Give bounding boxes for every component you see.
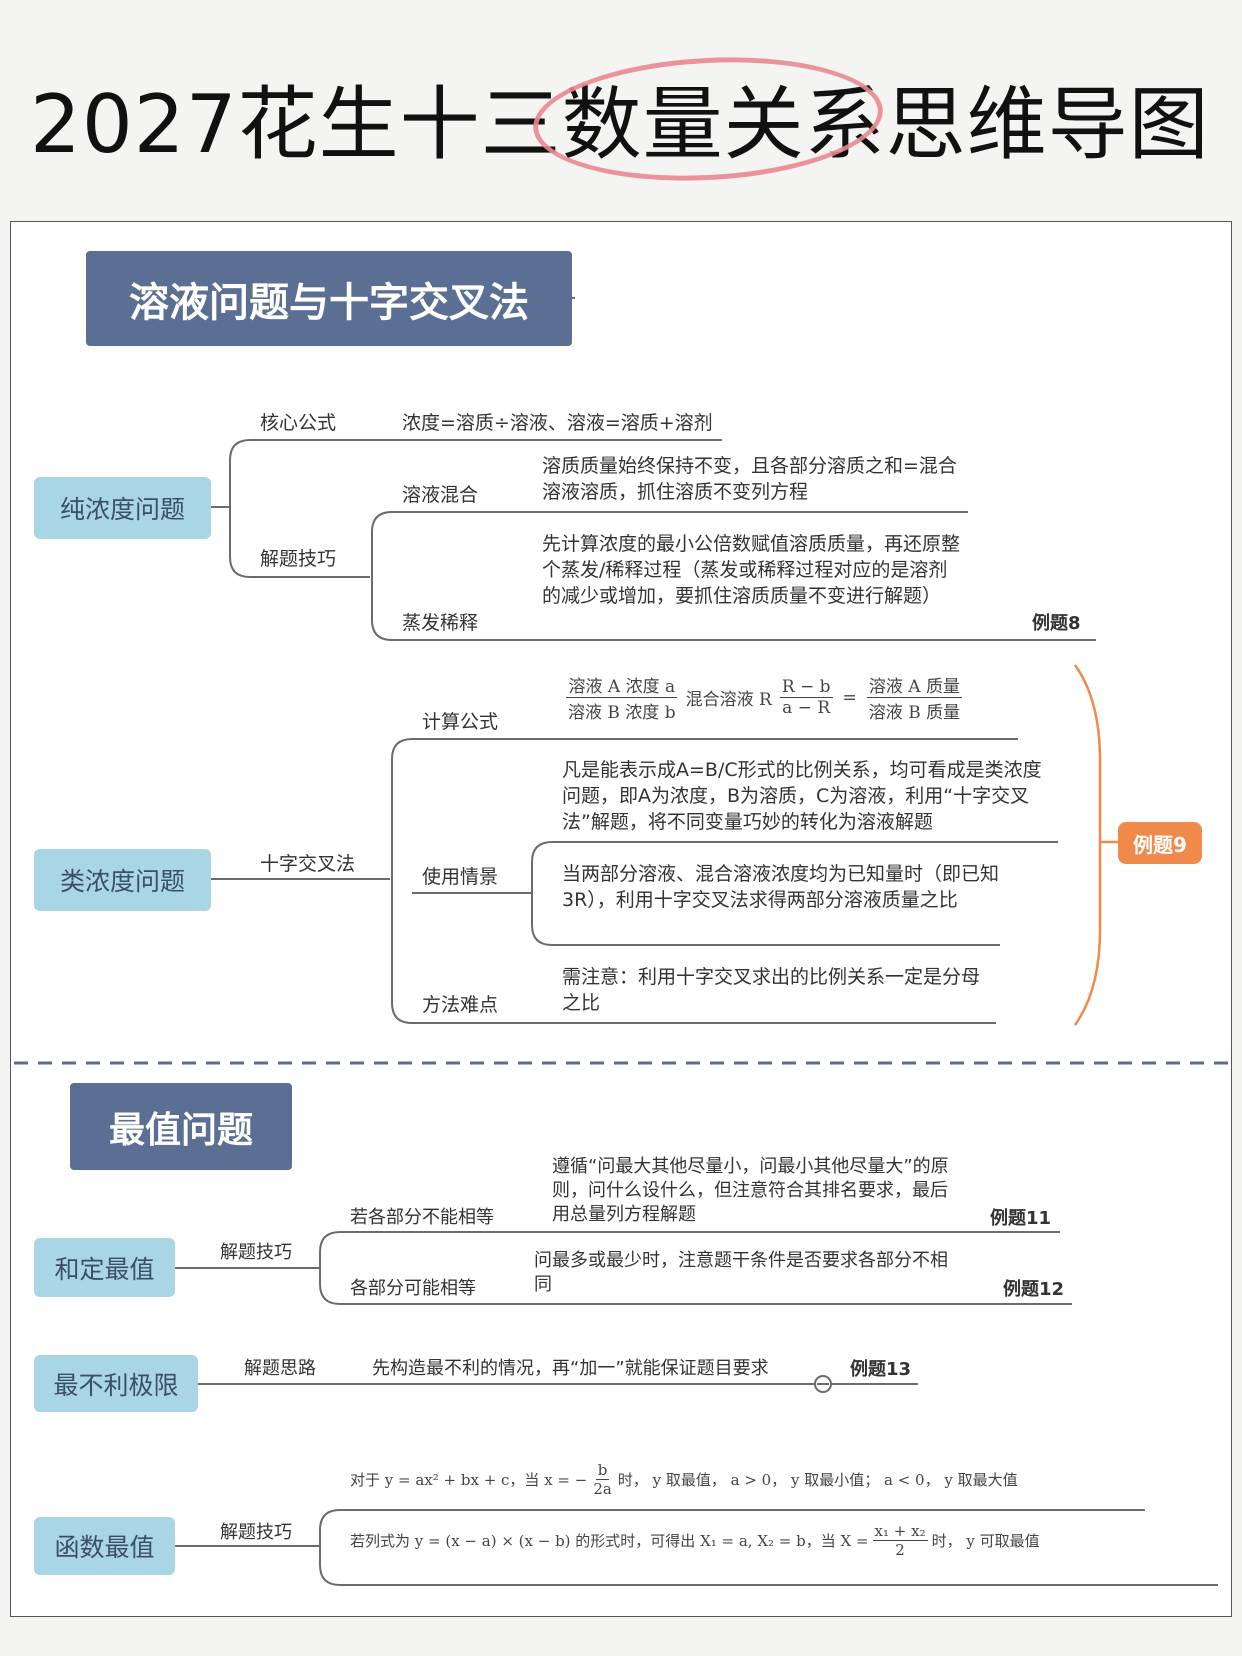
formula-equals: = [842, 687, 857, 708]
usage-text-2: 当两部分溶液、混合溶液浓度均为已知量时（即已知3R），利用十字交叉法求得两部分溶… [562, 863, 1000, 911]
formula-frac3-num: 溶液 A 质量 [866, 672, 962, 698]
difficulty-label: 方法难点 [422, 994, 499, 1016]
usage-text-1: 凡是能表示成A=B/C形式的比例关系，均可看成是类浓度问题，即A为浓度，B为溶质… [562, 759, 1042, 833]
example-9-badge: 例题9 [1118, 822, 1202, 864]
cross-method-label: 十字交叉法 [260, 853, 356, 875]
core-formula-label: 核心公式 [260, 412, 337, 434]
function-technique-label: 解题技巧 [220, 1522, 292, 1543]
branch-unequal-label: 若各部分不能相等 [350, 1207, 494, 1228]
mix-label: 溶液混合 [402, 484, 479, 506]
quadratic-frac-den: 2a [593, 1480, 612, 1498]
factored-form-formula: 若列式为 y = (x − a) × (x − b) 的形式时，可得出 X₁ =… [350, 1522, 1040, 1559]
topic-pure-concentration: 纯浓度问题 [34, 477, 211, 539]
quadratic-frac-num: b [595, 1461, 610, 1480]
formula-frac2-den: a − R [782, 698, 831, 718]
section-header-solution: 溶液问题与十字交叉法 [86, 251, 572, 346]
topic-quasi-concentration: 类浓度问题 [34, 849, 211, 911]
fixed-sum-technique-label: 解题技巧 [220, 1242, 292, 1263]
page-title: 2027花生十三数量关系思维导图 [30, 78, 1210, 171]
usage-label: 使用情景 [422, 866, 499, 888]
branch-equal-text: 问最多或最少时，注意题干条件是否要求各部分不相同 [534, 1250, 948, 1295]
example-11: 例题11 [990, 1208, 1052, 1229]
factored-text-a: 若列式为 y = (x − a) × (x − b) 的形式时，可得出 X₁ =… [350, 1532, 869, 1550]
technique-label: 解题技巧 [260, 548, 337, 570]
evaporation-label: 蒸发稀释 [402, 612, 479, 634]
evaporation-text: 先计算浓度的最小公倍数赋值溶质质量，再还原整个蒸发/稀释过程（蒸发或稀释过程对应… [542, 533, 961, 607]
branch-equal-label: 各部分可能相等 [350, 1278, 476, 1299]
example-13: 例题13 [850, 1359, 912, 1380]
formula-mixed: 混合溶液 R [685, 690, 772, 710]
quadratic-text-a: 对于 y = ax² + bx + c，当 x = − [350, 1471, 588, 1489]
factored-frac-den: 2 [895, 1541, 905, 1559]
section-header-extremum: 最值问题 [70, 1083, 292, 1170]
formula-frac2-num: R − b [779, 677, 833, 698]
worst-case-approach-label: 解题思路 [244, 1358, 316, 1379]
topic-fixed-sum: 和定最值 [34, 1238, 175, 1297]
factored-frac-num: x₁ + x₂ [872, 1522, 928, 1541]
quadratic-text-b: 时， y 取最值， a > 0， y 取最小值； a < 0， y 取最大值 [617, 1471, 1018, 1489]
worst-case-text: 先构造最不利的情况，再“加一”就能保证题目要求 [372, 1358, 769, 1379]
formula-frac1-den: 溶液 B 浓度 b [568, 703, 676, 723]
topic-function-extremum: 函数最值 [34, 1517, 175, 1575]
difficulty-text: 需注意：利用十字交叉求出的比例关系一定是分母之比 [562, 966, 981, 1014]
formula-frac3-den: 溶液 B 质量 [868, 703, 961, 723]
factored-text-b: 时， y 可取最值 [931, 1532, 1040, 1550]
core-formula-text: 浓度=溶质÷溶液、溶液=溶质+溶剂 [402, 412, 713, 434]
mix-text: 溶质质量始终保持不变，且各部分溶质之和=混合溶液溶质，抓住溶质不变列方程 [542, 455, 957, 503]
topic-worst-case: 最不利极限 [34, 1355, 198, 1412]
example-12: 例题12 [1003, 1279, 1065, 1300]
formula-frac1-num: 溶液 A 浓度 a [566, 672, 678, 698]
branch-unequal-text: 遵循“问最大其他尽量小，问最小其他尽量大”的原则，问什么设什么，但注意符合其排名… [552, 1156, 949, 1225]
example-8: 例题8 [1032, 613, 1081, 634]
calc-formula-label: 计算公式 [422, 711, 499, 733]
